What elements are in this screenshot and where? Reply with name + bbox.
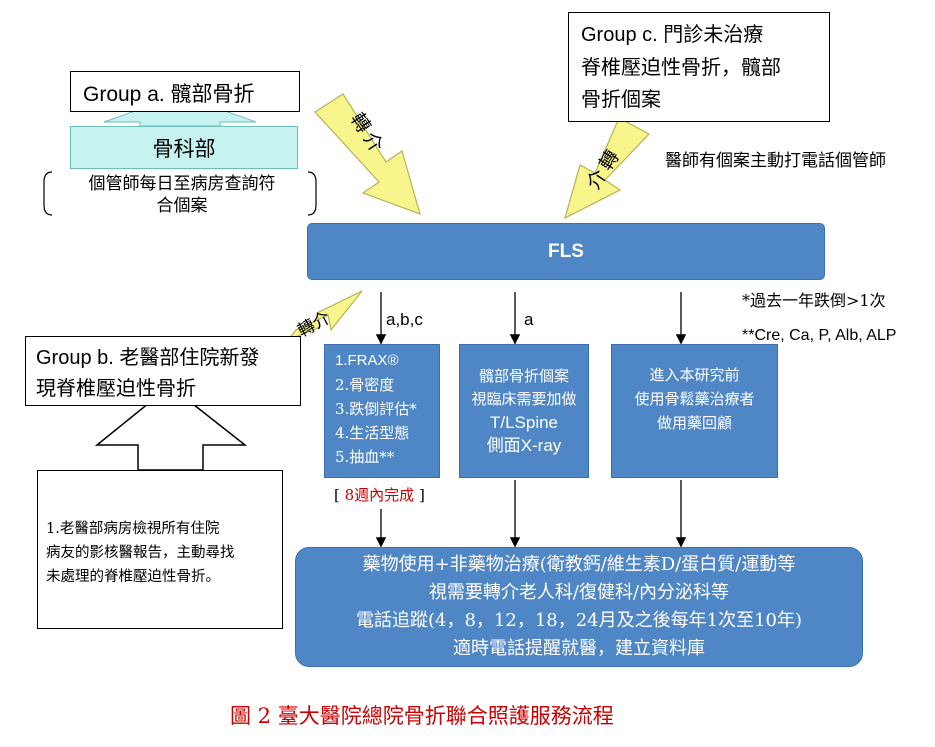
treatment-followup-box: 藥物使用+非藥物治療(衛教鈣/維生素D/蛋白質/運動等 視需要轉介老人科/復健科…: [295, 547, 863, 667]
group-b-box: Group b. 老醫部住院新發 現脊椎壓迫性骨折: [25, 336, 301, 406]
assessment-item: 5.抽血**: [335, 448, 395, 466]
orthopedics-dept-box: 骨科部: [70, 126, 298, 169]
assessment-box: 1.FRAX® 2.骨密度 3.跌倒評估* 4.生活型態 5.抽血**: [324, 344, 440, 478]
hip-fracture-line: T/LSpine: [489, 413, 559, 432]
group-c-title-line: Group c. 門診未治療: [581, 24, 764, 46]
medication-review-box: 進入本研究前 使用骨鬆藥治療者 做用藥回顧: [611, 344, 778, 478]
treatment-line: 電話追蹤(4，8，12，18，24月及之後每年1次至10年): [355, 610, 803, 631]
deadline-bracket: [ 8週內完成 ]: [334, 484, 425, 505]
footnote-labs: **Cre, Ca, P, Alb, ALP: [742, 327, 897, 344]
footnote-fall: *過去一年跌倒>1次: [742, 291, 886, 310]
assessment-item: 4.生活型態: [335, 424, 410, 442]
group-a-title: Group a. 髖部骨折: [83, 83, 255, 106]
branch-label-a: a: [524, 310, 534, 329]
treatment-line: 適時電話提醒就醫，建立資料庫: [453, 638, 705, 659]
referral-arrow-c: [564, 117, 650, 220]
hip-fracture-line: 視臨床需要加做: [471, 390, 577, 408]
bracket-left: [: [334, 486, 340, 504]
treatment-line: 藥物使用+非藥物治療(衛教鈣/維生素D/蛋白質/運動等: [362, 554, 796, 575]
fls-box: FLS: [307, 223, 825, 280]
branch-label-abc: a,b,c: [386, 310, 423, 329]
group-a-note: 個管師每日至病房查詢符 合個案: [50, 173, 314, 217]
group-c-title-line: 脊椎壓迫性骨折，髖部: [581, 55, 781, 79]
group-c-title-line: 骨折個案: [581, 87, 661, 111]
group-c-box: Group c. 門診未治療 脊椎壓迫性骨折，髖部 骨折個案: [568, 12, 830, 122]
bracket-right: ]: [418, 486, 425, 504]
note-brace-right: [307, 171, 317, 216]
group-a-box: Group a. 髖部骨折: [70, 71, 300, 112]
assessment-item: 1.FRAX®: [335, 352, 399, 369]
group-b-note-line: 未處理的脊椎壓迫性骨折。: [46, 569, 220, 585]
medication-review-line: 做用藥回顧: [656, 414, 732, 432]
group-a-note-line: 個管師每日至病房查詢符: [88, 174, 276, 194]
group-b-note-line: 1.老醫部病房檢視所有住院: [46, 521, 220, 537]
fls-label: FLS: [548, 240, 584, 262]
medication-review-line: 使用骨鬆藥治療者: [634, 390, 755, 408]
hip-fracture-line: 側面X-ray: [486, 436, 562, 455]
hip-fracture-box: 髖部骨折個案 視臨床需要加做 T/LSpine 側面X-ray: [459, 344, 589, 478]
deadline-label: 8週內完成: [344, 486, 415, 504]
orthopedics-dept-label: 骨科部: [152, 136, 216, 161]
assessment-item: 3.跌倒評估*: [335, 400, 417, 418]
referral-arrow-b: [286, 290, 363, 342]
group-b-title-line: 現脊椎壓迫性骨折: [36, 376, 196, 400]
assessment-item: 2.骨密度: [335, 376, 395, 394]
note-brace-left: [43, 171, 53, 216]
group-b-note-box: 1.老醫部病房檢視所有住院 病友的影核醫報告，主動尋找 未處理的脊椎壓迫性骨折。: [37, 470, 283, 629]
group-b-note-line: 病友的影核醫報告，主動尋找: [46, 545, 235, 561]
group-b-title-line: Group b. 老醫部住院新發: [36, 347, 260, 369]
group-c-note: 醫師有個案主動打電話個管師: [665, 151, 886, 171]
medication-review-line: 進入本研究前: [649, 366, 740, 384]
figure-caption: 圖 2 臺大醫院總院骨折聯合照護服務流程: [230, 704, 614, 728]
hip-fracture-line: 髖部骨折個案: [478, 367, 569, 385]
group-a-note-line: 合個案: [156, 196, 208, 216]
referral-arrow-a: [314, 93, 421, 215]
treatment-line: 視需要轉介老人科/復健科/內分泌科等: [428, 582, 730, 603]
